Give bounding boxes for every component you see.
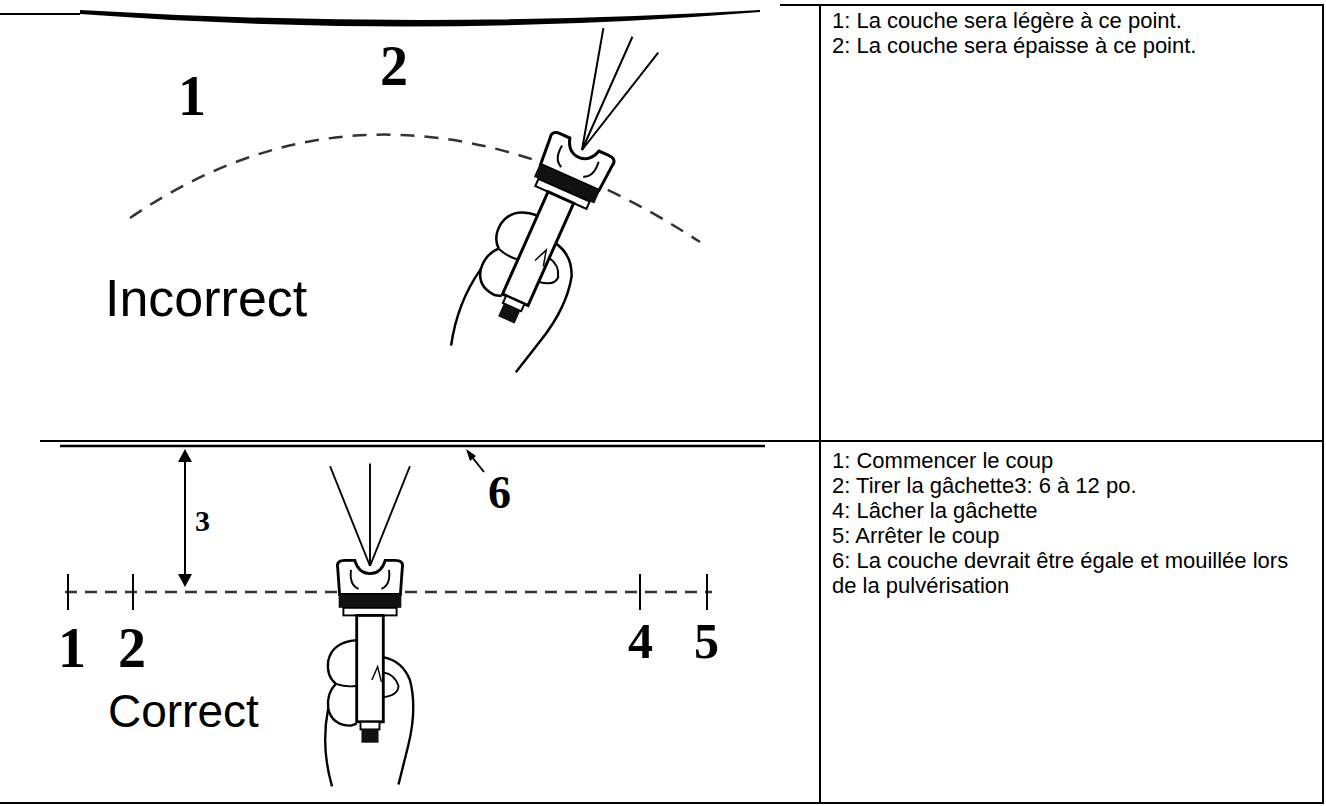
note-text: 6: La couche devrait être égale et mouil… <box>832 548 1314 598</box>
note-text: 5: Arrêter le coup <box>832 523 1314 548</box>
callout-number: 3 <box>195 506 210 536</box>
caption-label: Incorrect <box>105 272 307 324</box>
callout-number: 1 <box>58 620 86 676</box>
table-cell: 1: La couche sera légère à ce point.2: L… <box>832 8 1314 58</box>
note-text: 1: Commencer le coup <box>832 448 1314 473</box>
note-text: 2: La couche sera épaisse à ce point. <box>832 33 1314 58</box>
callout-number: 2 <box>118 620 146 676</box>
callout-number: 6 <box>488 470 511 516</box>
note-text: 1: La couche sera légère à ce point. <box>832 8 1314 33</box>
callout-number: 1 <box>178 68 206 124</box>
table-cell: 1: Commencer le coup2: Tirer la gâchette… <box>832 448 1314 598</box>
callout-number: 2 <box>380 38 408 94</box>
caption-label: Correct <box>108 688 259 734</box>
note-text: 2: Tirer la gâchette3: 6 à 12 po. <box>832 473 1314 498</box>
callout-number: 4 <box>628 616 653 666</box>
callout-number: 5 <box>694 616 719 666</box>
note-text: 4: Lâcher la gâchette <box>832 498 1314 523</box>
